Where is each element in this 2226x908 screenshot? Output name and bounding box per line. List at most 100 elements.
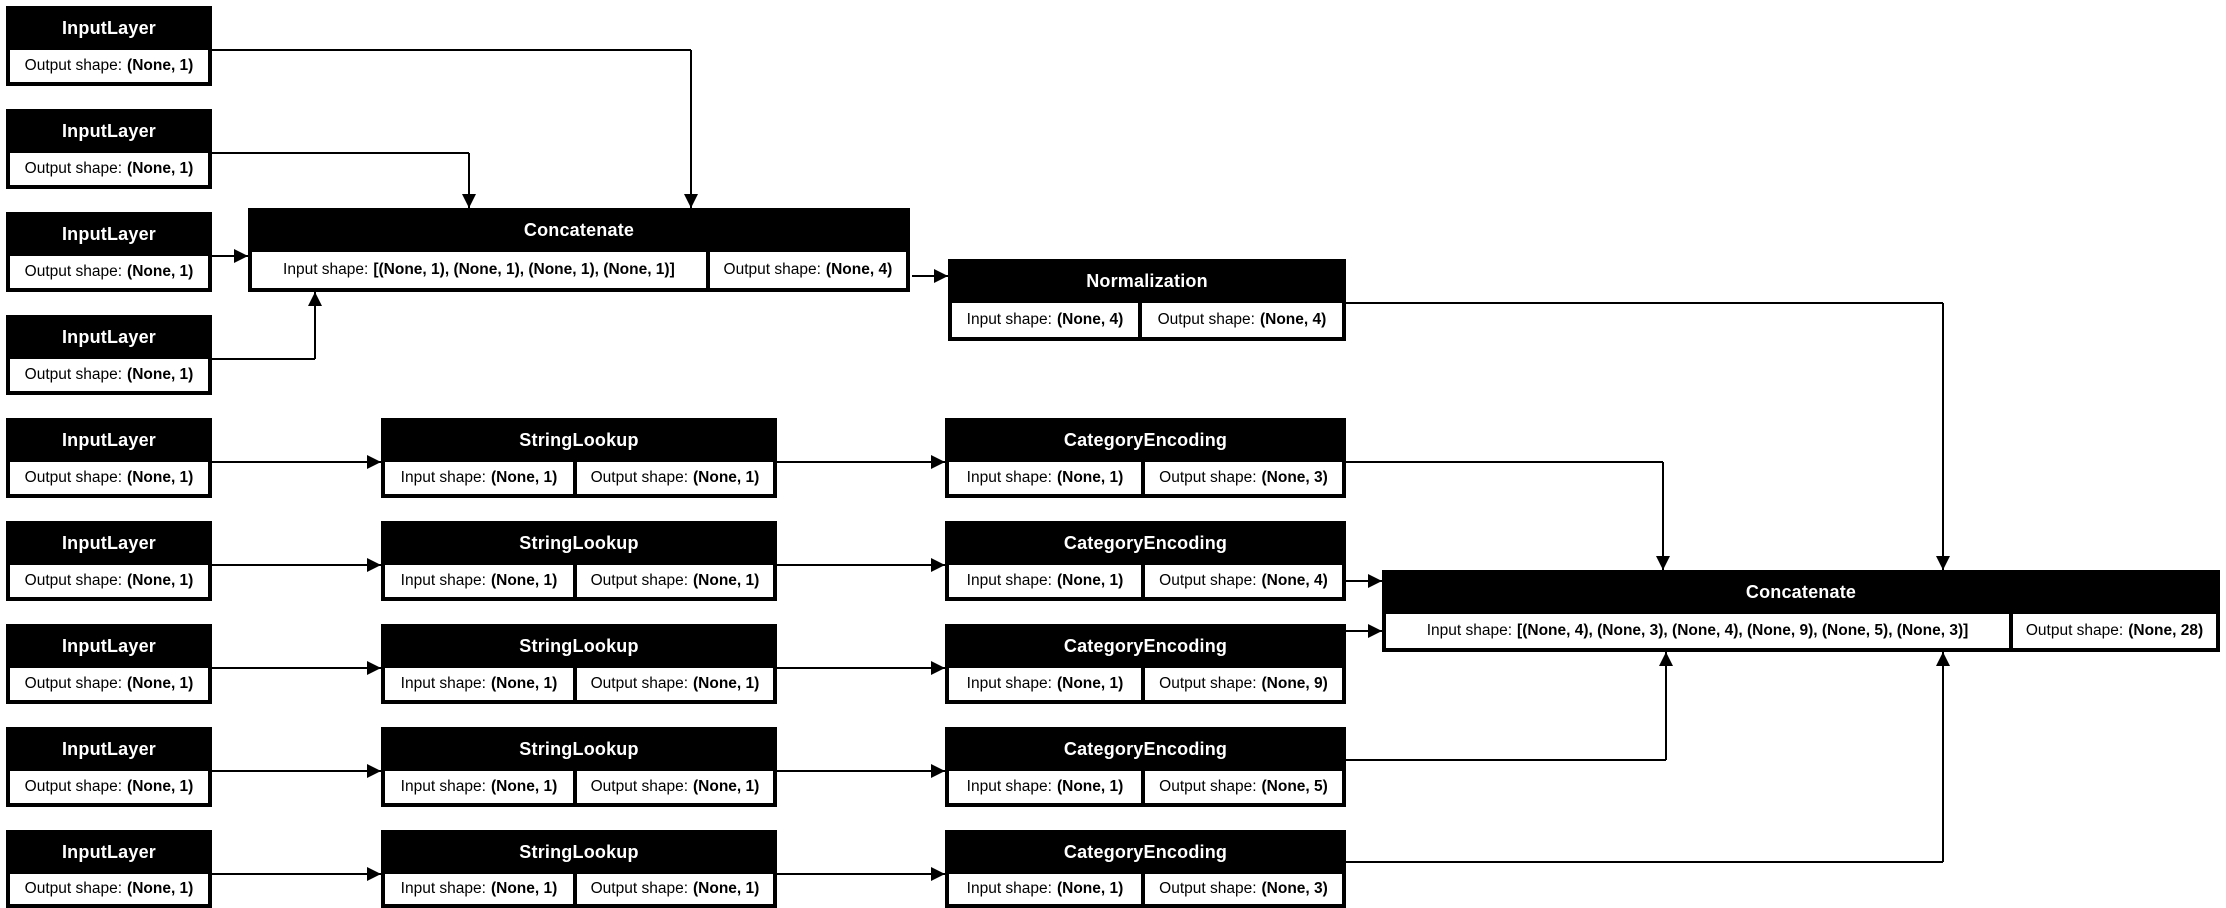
- output-shape-cell: Output shape:(None, 5): [1144, 771, 1342, 803]
- shape-value: (None, 1): [127, 160, 194, 177]
- shape-value: (None, 1): [1056, 880, 1124, 897]
- output-shape-cell: Output shape:(None, 4): [1141, 303, 1342, 337]
- input-shape-cell: Input shape:(None, 1): [949, 462, 1141, 494]
- shape-value: [(None, 1), (None, 1), (None, 1), (None,…: [373, 261, 675, 278]
- input-shape-cell: Input shape:(None, 1): [385, 462, 573, 494]
- shape-value: (None, 1): [693, 572, 760, 589]
- output-shape-cell: Output shape:(None, 9): [1144, 668, 1342, 700]
- shape-label: Output shape:: [24, 880, 123, 897]
- edge-input-7-to-stringlookup-3-arrowhead: [367, 661, 381, 675]
- output-shape-cell: Output shape:(None, 1): [10, 359, 208, 391]
- edge-stringlookup-2-to-categoryencoding-2-arrowhead: [931, 558, 945, 572]
- edge-categoryencoding-2-to-concat-2-segment: [1346, 580, 1382, 582]
- output-shape-cell: Output shape:(None, 28): [2013, 614, 2216, 648]
- input-shape-cell: Input shape:[(None, 4), (None, 3), (None…: [1386, 614, 2010, 648]
- shape-label: Input shape:: [1426, 622, 1513, 639]
- layer-title: CategoryEncoding: [1063, 429, 1228, 450]
- shape-label: Output shape:: [1157, 311, 1255, 328]
- shape-label: Output shape:: [24, 469, 123, 486]
- layer-title: InputLayer: [61, 17, 156, 38]
- layer-title: InputLayer: [61, 326, 156, 347]
- shape-value: (None, 9): [1261, 675, 1328, 692]
- edge-categoryencoding-3-to-concat-2-arrowhead: [1368, 624, 1382, 638]
- output-shape-cell: Output shape:(None, 1): [576, 874, 773, 904]
- edge-categoryencoding-1-to-concat-2-arrowhead: [1656, 556, 1670, 570]
- layer-title: StringLookup: [519, 635, 639, 656]
- edge-input-2-to-concat-1-arrowhead: [462, 194, 476, 208]
- edge-categoryencoding-4-to-concat-2-segment: [1346, 759, 1666, 761]
- shape-label: Output shape:: [1159, 880, 1257, 897]
- output-shape-cell: Output shape:(None, 1): [10, 462, 208, 494]
- shape-label: Input shape:: [400, 469, 486, 486]
- shape-value: (None, 4): [1259, 311, 1327, 328]
- layer-shape-cells: Output shape:(None, 1): [10, 153, 208, 185]
- input-shape-cell: Input shape:(None, 4): [952, 303, 1138, 337]
- shape-label: Input shape:: [400, 675, 486, 692]
- edge-stringlookup-5-to-categoryencoding-5-segment: [777, 873, 945, 875]
- shape-label: Output shape:: [1159, 675, 1257, 692]
- shape-label: Input shape:: [966, 572, 1052, 589]
- layer-title: CategoryEncoding: [1063, 635, 1228, 656]
- edge-categoryencoding-2-to-concat-2-arrowhead: [1368, 574, 1382, 588]
- edge-input-1-to-concat-1-segment: [212, 49, 691, 51]
- edge-input-4-to-concat-1-segment: [212, 358, 315, 360]
- shape-label: Output shape:: [590, 469, 688, 486]
- output-shape-cell: Output shape:(None, 3): [1144, 874, 1342, 904]
- edge-input-3-to-concat-1-arrowhead: [234, 249, 248, 263]
- shape-value: (None, 1): [1056, 778, 1124, 795]
- shape-value: (None, 1): [1056, 469, 1124, 486]
- edge-normalization-to-concat-2-segment: [1346, 302, 1943, 304]
- shape-label: Output shape:: [2025, 622, 2124, 639]
- shape-label: Input shape:: [966, 778, 1052, 795]
- edge-input-8-to-stringlookup-4-segment: [212, 770, 381, 772]
- layer-title: StringLookup: [519, 532, 639, 553]
- shape-value: (None, 1): [1056, 675, 1124, 692]
- input-shape-cell: Input shape:(None, 1): [949, 874, 1141, 904]
- layer-shape-cells: Output shape:(None, 1): [10, 668, 208, 700]
- edge-input-6-to-stringlookup-2-segment: [212, 564, 381, 566]
- layer-title: InputLayer: [61, 738, 156, 759]
- output-shape-cell: Output shape:(None, 4): [1144, 565, 1342, 597]
- shape-label: Output shape:: [723, 261, 821, 278]
- layer-title: Concatenate: [1745, 581, 1857, 602]
- output-shape-cell: Output shape:(None, 1): [10, 256, 208, 288]
- shape-label: Output shape:: [1159, 572, 1257, 589]
- shape-value: (None, 1): [490, 572, 558, 589]
- shape-value: (None, 1): [693, 880, 760, 897]
- layer-shape-cells: Input shape:(None, 1)Output shape:(None,…: [385, 462, 773, 494]
- shape-label: Input shape:: [966, 675, 1052, 692]
- shape-value: (None, 1): [127, 366, 194, 383]
- layer-title: Normalization: [1086, 270, 1208, 291]
- output-shape-cell: Output shape:(None, 1): [10, 874, 208, 904]
- shape-value: (None, 1): [127, 880, 194, 897]
- layer-title: CategoryEncoding: [1063, 738, 1228, 759]
- edge-input-6-to-stringlookup-2-arrowhead: [367, 558, 381, 572]
- shape-value: (None, 3): [1261, 880, 1328, 897]
- input-shape-cell: Input shape:(None, 1): [949, 668, 1141, 700]
- output-shape-cell: Output shape:(None, 1): [10, 668, 208, 700]
- layer-title: StringLookup: [519, 429, 639, 450]
- shape-value: (None, 4): [825, 261, 893, 278]
- layer-shape-cells: Input shape:(None, 1) Output shape:(None,…: [949, 771, 1342, 803]
- edge-normalization-to-concat-2-arrowhead: [1936, 556, 1950, 570]
- layer-shape-cells: Input shape:(None, 1)Output shape:(None,…: [385, 668, 773, 700]
- shape-label: Input shape:: [283, 261, 369, 278]
- input-shape-cell: Input shape:(None, 1): [385, 565, 573, 597]
- output-shape-cell: Output shape:(None, 4): [709, 252, 906, 288]
- shape-value: (None, 1): [127, 675, 194, 692]
- output-shape-cell: Output shape:(None, 1): [10, 771, 208, 803]
- layer-shape-cells: Output shape:(None, 1): [10, 874, 208, 904]
- layer-title: InputLayer: [61, 635, 156, 656]
- edge-stringlookup-4-to-categoryencoding-4-arrowhead: [931, 764, 945, 778]
- edge-stringlookup-1-to-categoryencoding-1-arrowhead: [931, 455, 945, 469]
- shape-label: Output shape:: [24, 366, 123, 383]
